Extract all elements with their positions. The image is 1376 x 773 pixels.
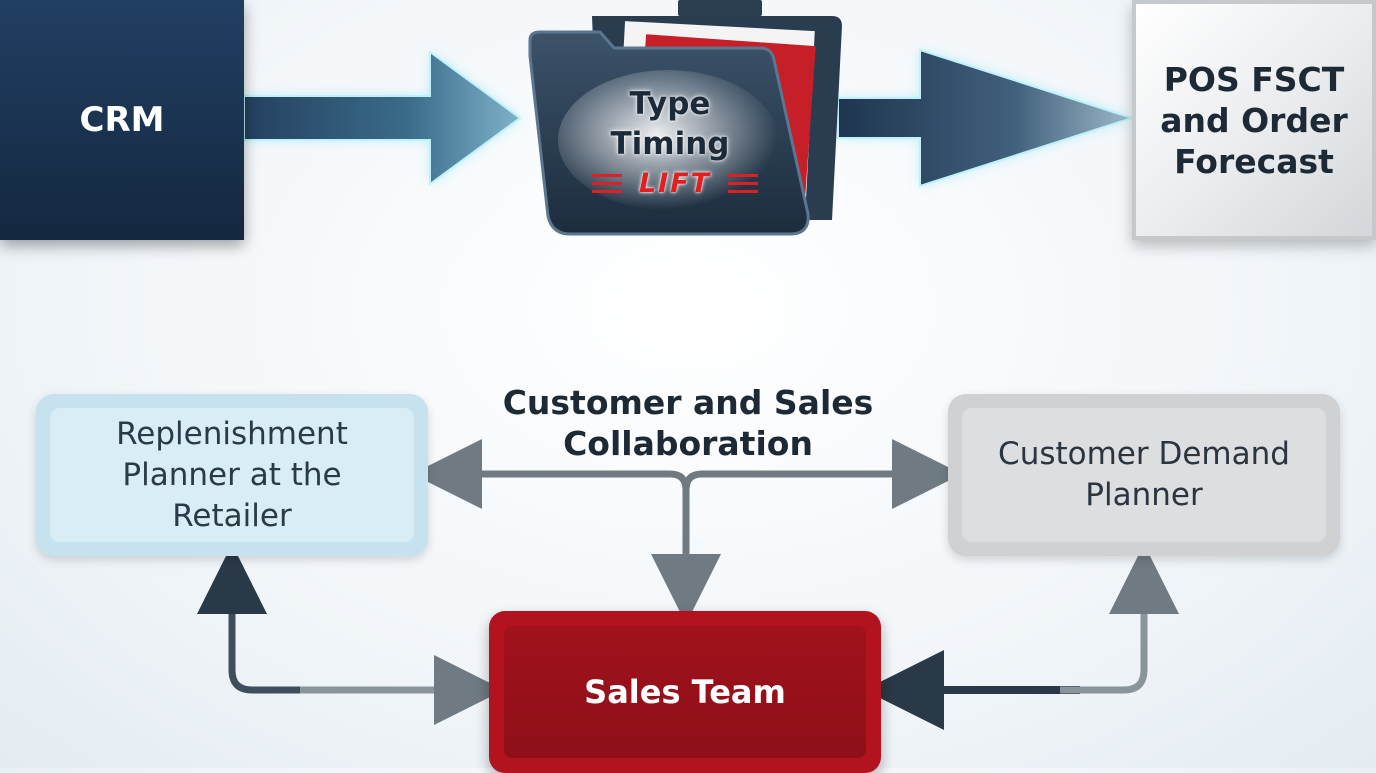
replenishment-planner-box: Replenishment Planner at the Retailer — [50, 408, 414, 542]
pos-line-1: POS FSCT — [1163, 59, 1345, 99]
folder-line-timing: Timing — [610, 126, 730, 162]
replenishment-line-2: Planner at the — [122, 456, 342, 493]
sales-team-label: Sales Team — [584, 673, 786, 711]
lift-speed-lines-left — [592, 174, 622, 198]
collaboration-line-1: Customer and Sales — [502, 383, 874, 422]
arrow-folder-to-pos — [837, 48, 1136, 188]
customer-demand-planner-box: Customer Demand Planner — [962, 408, 1326, 542]
connector-customer-demand-sales — [864, 544, 1179, 730]
pos-line-2: and Order — [1160, 100, 1348, 140]
sales-team-box: Sales Team — [504, 626, 866, 758]
crm-box: CRM — [0, 0, 244, 240]
lift-badge: LIFT — [590, 168, 760, 202]
pos-forecast-box: POS FSCT and Order Forecast — [1132, 0, 1376, 240]
crm-label: CRM — [79, 100, 165, 140]
arrow-crm-to-folder — [243, 50, 522, 186]
lift-label: LIFT — [638, 168, 712, 199]
connector-replenishment-sales — [197, 544, 504, 725]
replenishment-line-3: Retailer — [172, 497, 292, 534]
collaboration-label: Customer and Sales Collaboration — [470, 382, 906, 464]
pos-line-3: Forecast — [1174, 141, 1334, 181]
customer-demand-line-1: Customer Demand — [998, 436, 1290, 472]
folder-line-type: Type — [629, 86, 711, 122]
replenishment-line-1: Replenishment — [116, 415, 348, 452]
customer-demand-line-2: Planner — [1085, 477, 1203, 513]
collaboration-connector — [412, 439, 962, 624]
lift-speed-lines-right — [728, 174, 758, 198]
folder-label: Type Timing — [580, 84, 760, 164]
collaboration-line-2: Collaboration — [563, 424, 813, 463]
